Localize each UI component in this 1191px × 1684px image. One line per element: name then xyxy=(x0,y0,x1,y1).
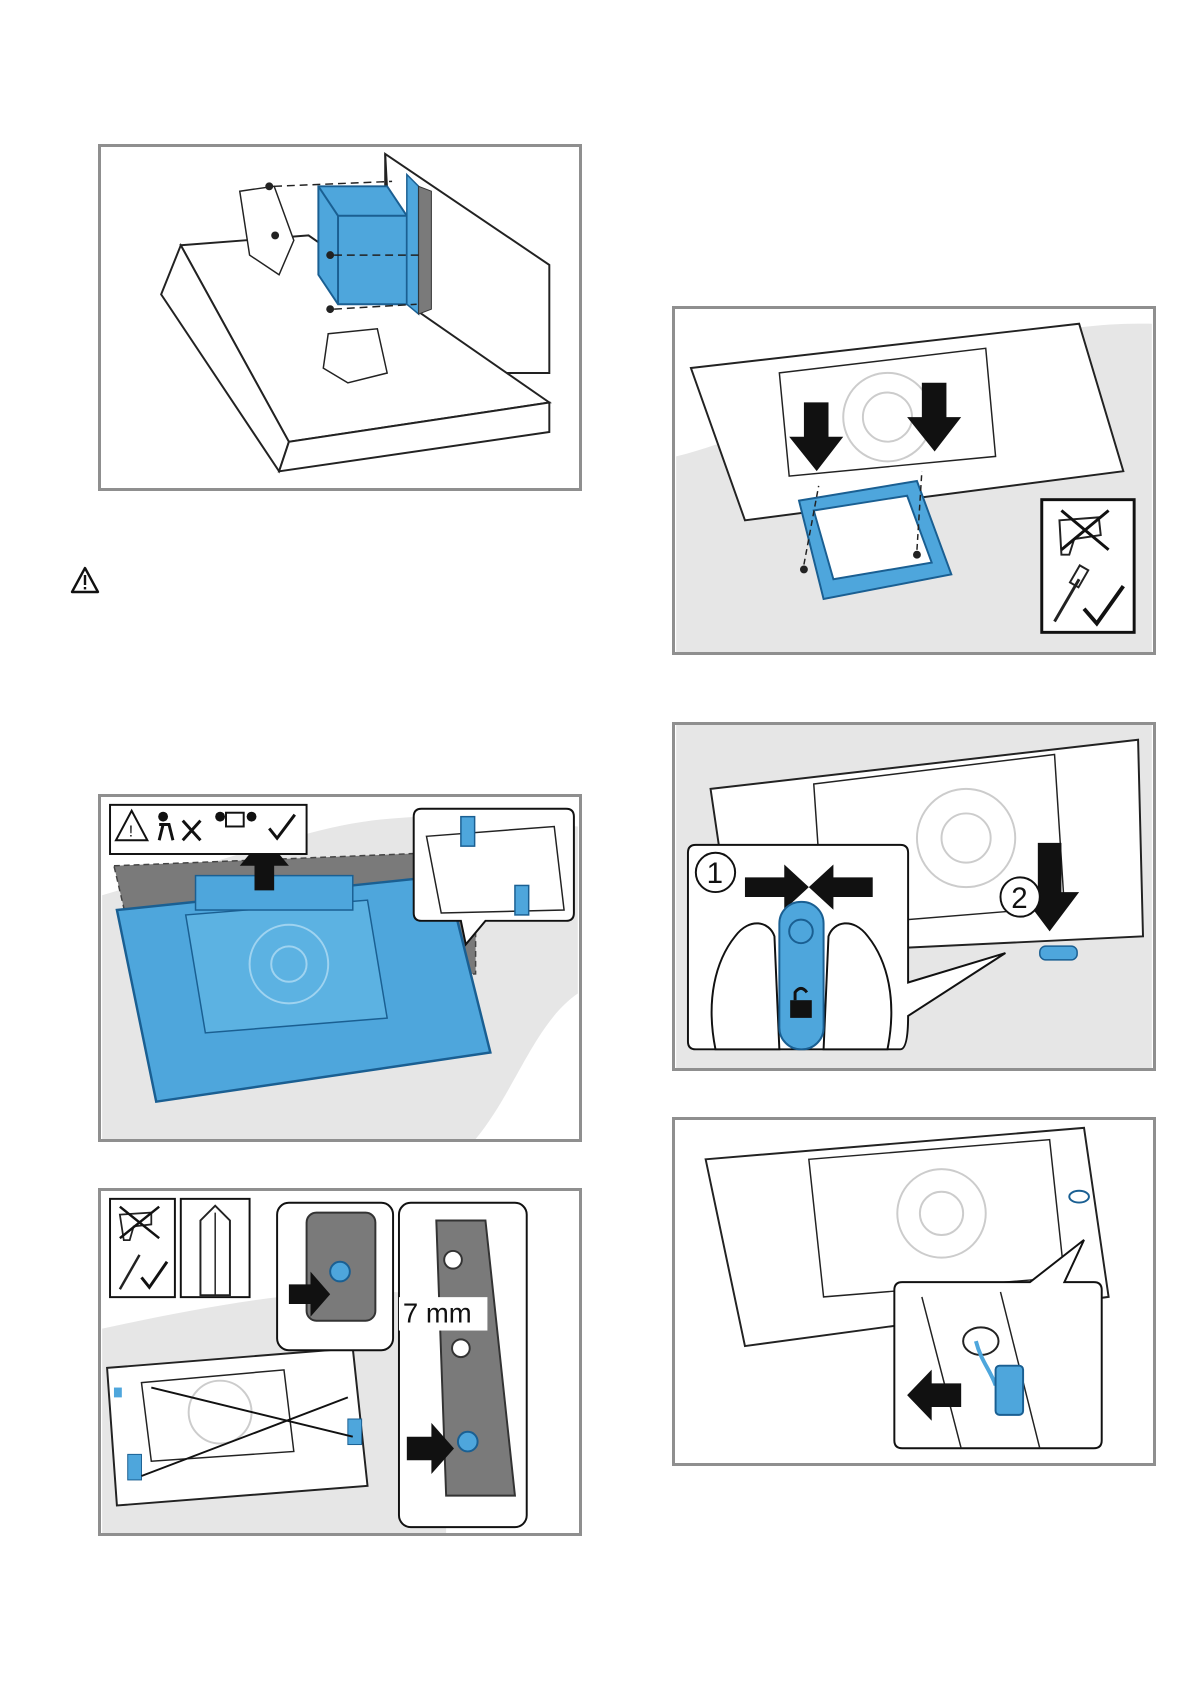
figure-plate-screws xyxy=(672,306,1156,655)
figure-screws-7mm: 7 mm xyxy=(98,1188,582,1536)
warning-triangle-icon xyxy=(70,566,100,594)
step-two-label: 2 xyxy=(1011,882,1027,915)
figure-two-person-lift: ! xyxy=(98,794,582,1142)
fan-module-blue xyxy=(318,186,406,304)
figure-fan-module-mount xyxy=(98,144,582,491)
measure-label: 7 mm xyxy=(403,1298,472,1329)
figure-unlock-clip: 2 1 xyxy=(672,722,1156,1071)
step-one-label: 1 xyxy=(707,857,723,890)
figure-connector-unplug xyxy=(672,1117,1156,1466)
svg-text:!: ! xyxy=(129,823,133,840)
